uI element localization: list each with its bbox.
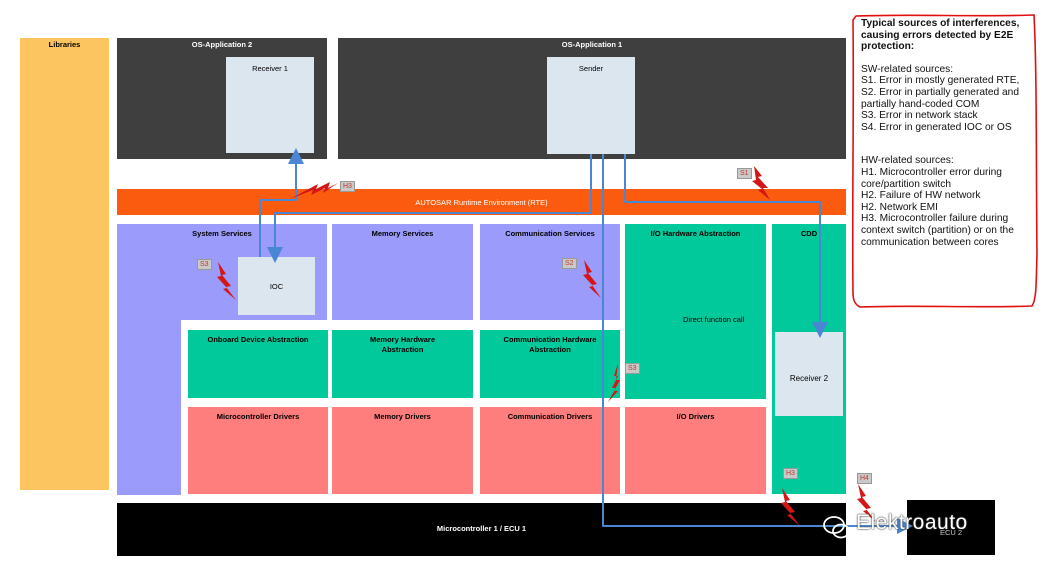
sender-component: Sender [547,57,635,154]
interference-legend: Typical sources of interferences, causin… [851,14,1038,310]
path-sender-to-receiver2 [624,154,828,338]
lightning-s2 [583,260,601,298]
receiver-1-label: Receiver 1 [252,64,288,73]
microcontroller-1-block: Microcontroller 1 / ECU 1 [117,503,846,556]
io-hardware-abstraction-block: I/O Hardware Abstraction Direct function… [625,224,766,399]
microcontroller-1-label: Microcontroller 1 / ECU 1 [436,524,527,533]
microcontroller-drivers-block: Microcontroller Drivers [188,407,328,494]
lightning-h3-cdd [781,488,800,526]
legend-sw-heading: SW-related sources: [861,63,954,75]
legend-title: Typical sources of interferences, causin… [861,18,1020,53]
ecu-2-label: ECU 2 [939,528,963,537]
communication-hardware-abstraction-label: Communication Hardware Abstraction [503,335,597,354]
fault-tag-h3-rte: H3 [340,181,355,192]
legend-hw-item: H3. Microcontroller failure during conte… [861,213,1014,248]
legend-hw-item: H2. Failure of HW network [861,190,981,202]
communication-hardware-abstraction-block: Communication Hardware Abstraction [480,330,620,398]
legend-text: Typical sources of interferences, causin… [861,18,1039,248]
receiver-2-component: Receiver 2 [775,332,843,416]
sender-label: Sender [578,64,604,73]
io-drivers-block: I/O Drivers [625,407,766,494]
lightning-s1 [752,166,770,200]
ioc-component: IOC [238,257,315,315]
memory-drivers-label: Memory Drivers [374,412,431,421]
communication-drivers-label: Communication Drivers [507,412,593,421]
communication-drivers-block: Communication Drivers [480,407,620,494]
ioc-label: IOC [269,282,284,291]
legend-sw-item: S3. Error in network stack [861,110,978,122]
legend-hw-item: H2. Network EMI [861,201,938,213]
path-ioc-to-receiver1 [259,148,304,257]
rte-label: AUTOSAR Runtime Environment (RTE) [415,198,548,207]
lightning-h3-rte [290,182,338,199]
memory-services-block: Memory Services [332,224,473,320]
cdd-label: CDD [800,229,818,238]
ecu-2-block: ECU 2 [907,500,995,555]
fault-tag-h4: H4 [857,473,872,484]
lightning-s3-ioc [217,262,236,300]
lightning-s3-comm [608,363,620,402]
legend-sw-item: S4. Error in generated IOC or OS [861,121,1012,133]
fault-tag-h3-cdd: H3 [783,468,798,479]
os-application-1-label: OS-Application 1 [561,40,623,49]
io-hardware-abstraction-label: I/O Hardware Abstraction [650,229,741,238]
wechat-icon [823,516,850,539]
memory-hardware-abstraction-block: Memory Hardware Abstraction [332,330,473,398]
memory-hardware-abstraction-label: Memory Hardware Abstraction [369,335,436,354]
libraries-block: Libraries [20,38,109,490]
memory-drivers-block: Memory Drivers [332,407,473,494]
direct-function-call-label: Direct function call [683,315,745,324]
communication-services-block: Communication Services [480,224,620,320]
os-application-2-label: OS-Application 2 [191,40,253,49]
fault-tag-s3-ioc: S3 [197,259,212,270]
memory-services-label: Memory Services [371,229,434,238]
fault-tag-s3-comm: S3 [625,363,640,374]
legend-hw-item: H1. Microcontroller error during core/pa… [861,166,1002,190]
path-sender-to-ioc [267,154,592,263]
io-drivers-label: I/O Drivers [676,412,715,421]
fault-tag-s2: S2 [562,258,577,269]
onboard-device-abstraction-label: Onboard Device Abstraction [207,335,309,344]
legend-hw-heading: HW-related sources: [861,155,954,167]
system-services-label: System Services [192,229,252,238]
microcontroller-drivers-label: Microcontroller Drivers [216,412,300,421]
legend-sw-item: S1. Error in mostly generated RTE, [861,75,1020,87]
lightning-h4 [857,484,876,522]
libraries-label: Libraries [48,40,81,49]
receiver-2-label: Receiver 2 [789,374,829,383]
receiver-1-component: Receiver 1 [226,57,314,153]
path-sender-to-ecu2 [602,154,913,534]
fault-tag-s1: S1 [737,168,752,179]
watermark-text: Elektroauto [856,511,968,534]
onboard-device-abstraction-block: Onboard Device Abstraction [188,330,328,398]
legend-border [851,14,1038,308]
legend-sw-item: S2. Error in partially generated and par… [861,86,1019,110]
communication-services-label: Communication Services [505,229,595,238]
